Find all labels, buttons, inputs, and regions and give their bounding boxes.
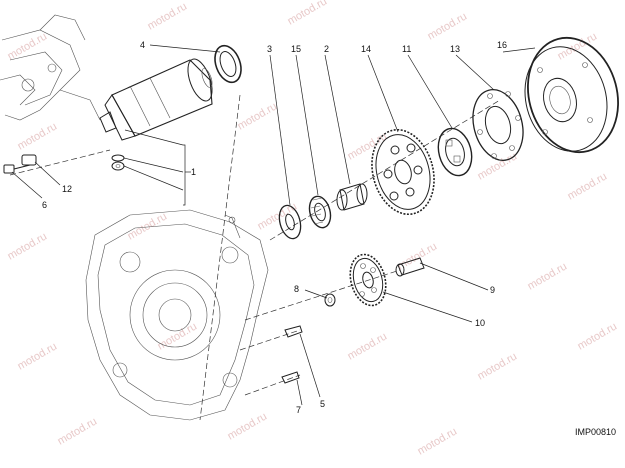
freewheel-hub-part (437, 127, 473, 177)
watermark-text: motod.ru (126, 210, 170, 242)
nut-washer-set (111, 154, 125, 171)
watermark-text: motod.ru (476, 350, 520, 382)
watermark-text: motod.ru (576, 320, 620, 352)
centerline (199, 94, 241, 421)
watermark-text: motod.ru (256, 200, 300, 232)
small-gear-part (349, 253, 387, 307)
shaft-pin-part (395, 257, 425, 277)
watermark-text: motod.ru (226, 410, 270, 442)
callout-labels: 1 2 3 4 5 6 7 8 9 10 11 12 13 14 15 16 (42, 40, 507, 415)
callout-12: 12 (62, 184, 72, 194)
watermark-layer: motod.ru motod.ru motod.ru motod.ru moto… (6, 0, 620, 458)
crankcase-sketch (85, 209, 269, 421)
callout-5: 5 (320, 399, 325, 409)
watermark-text: motod.ru (286, 0, 330, 28)
watermark-text: motod.ru (236, 100, 280, 132)
watermark-text: motod.ru (6, 30, 50, 62)
watermark-text: motod.ru (56, 415, 100, 447)
bolt-part (3, 164, 31, 174)
frame-sketch (0, 14, 101, 121)
starter-motor-part (99, 58, 213, 141)
callout-8: 8 (294, 284, 299, 294)
watermark-text: motod.ru (16, 340, 60, 372)
watermark-text: motod.ru (346, 330, 390, 362)
watermark-text: motod.ru (476, 150, 520, 182)
thrust-washer-part (278, 204, 302, 240)
callout-16: 16 (497, 40, 507, 50)
callout-4: 4 (140, 40, 145, 50)
centerline (239, 329, 301, 351)
large-gear-part (371, 128, 435, 216)
centerline (244, 269, 401, 321)
watermark-text: motod.ru (416, 425, 460, 457)
watermark-text: motod.ru (16, 120, 60, 152)
seal-ring-part (214, 44, 242, 84)
watermark-text: motod.ru (526, 260, 570, 292)
callout-10: 10 (475, 318, 485, 328)
watermark-text: motod.ru (156, 320, 200, 352)
watermark-text: motod.ru (146, 0, 190, 32)
screw-part (284, 325, 303, 338)
centerlines (9, 94, 501, 421)
callout-9: 9 (490, 285, 495, 295)
watermark-text: motod.ru (426, 10, 470, 42)
callout-7: 7 (296, 405, 301, 415)
nut-part (324, 293, 336, 307)
callout-15: 15 (291, 44, 301, 54)
callout-11: 11 (402, 44, 411, 54)
leader-lines (11, 44, 536, 406)
diagram-code: IMP00810 (575, 427, 616, 437)
flywheel-rotor-part (524, 36, 619, 154)
callout-3: 3 (267, 44, 272, 54)
centerline (269, 99, 501, 241)
callout-2: 2 (324, 44, 329, 54)
callout-13: 13 (450, 44, 460, 54)
callout-1: 1 (191, 167, 196, 177)
callout-6: 6 (42, 200, 47, 210)
centerline (9, 149, 111, 176)
watermark-text: motod.ru (6, 230, 50, 262)
screw-part (281, 371, 300, 384)
watermark-text: motod.ru (566, 170, 610, 202)
bushing-part (336, 183, 368, 211)
centerline (244, 374, 301, 396)
spacer-part (21, 154, 37, 166)
flange-ring-part (472, 89, 524, 161)
needle-bearing-part (308, 195, 332, 229)
callout-14: 14 (361, 44, 371, 54)
